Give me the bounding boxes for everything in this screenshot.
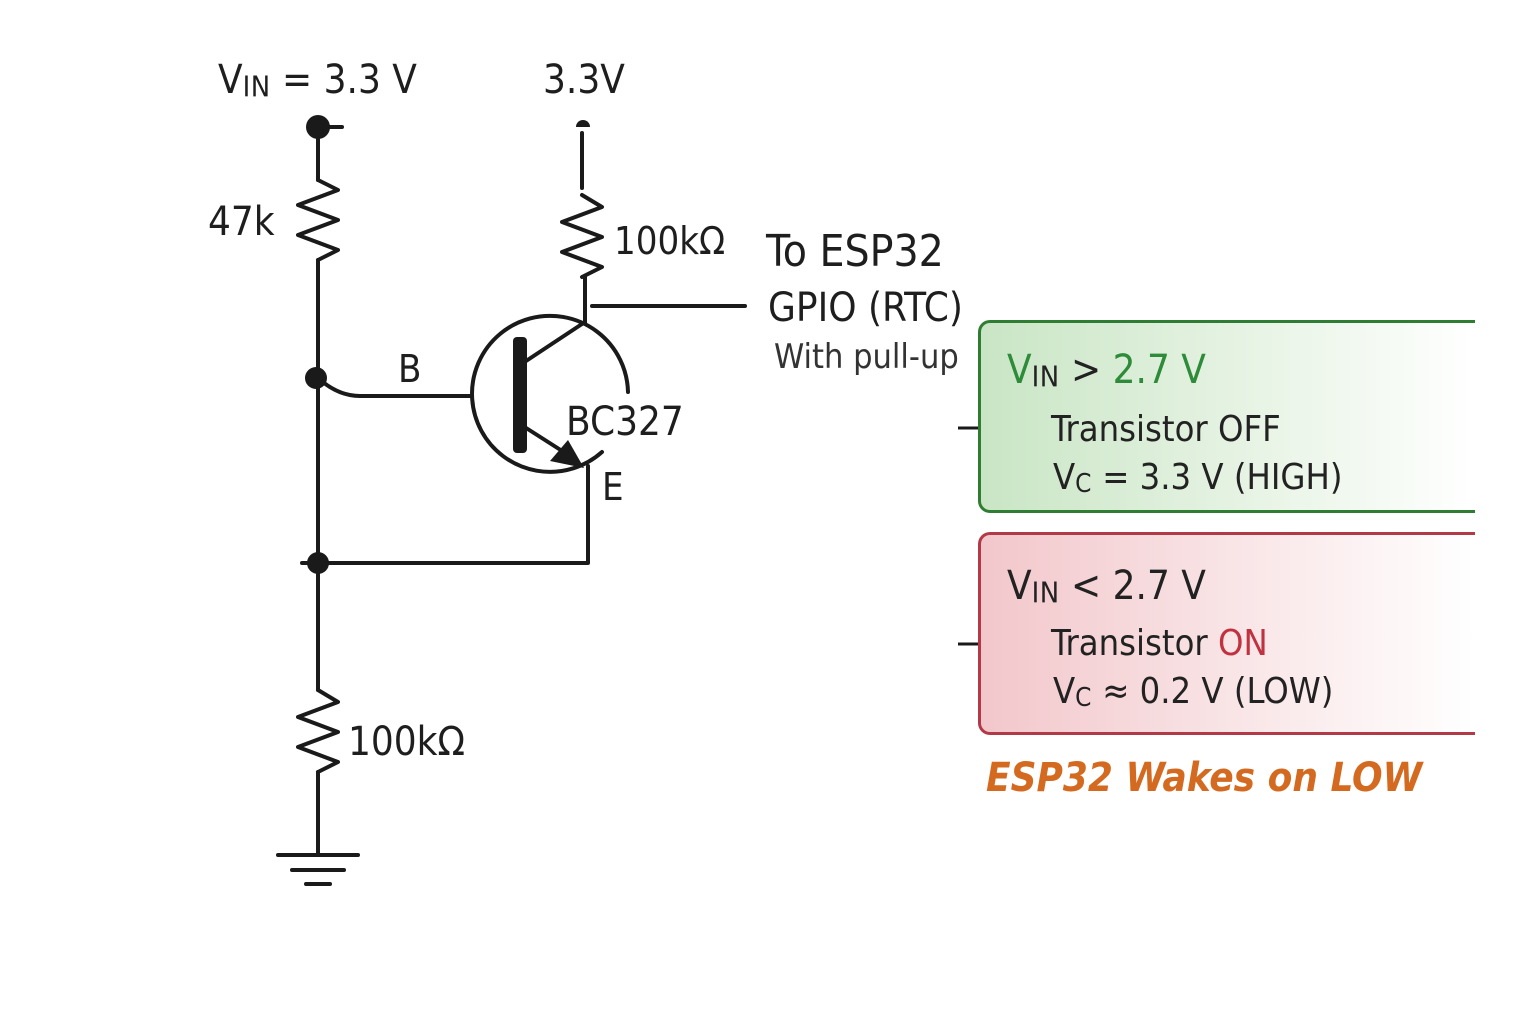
output-line1: To ESP32 — [766, 226, 944, 277]
state-value: ON — [1218, 623, 1268, 664]
base-bar — [513, 337, 527, 453]
vc-sub: C — [1075, 469, 1092, 500]
wake-footer: ESP32 Wakes on LOW — [986, 755, 1423, 801]
state-value: OFF — [1218, 409, 1281, 450]
vc-value: = 3.3 V (HIGH) — [1091, 457, 1343, 498]
condition-off-state: Transistor OFF — [1051, 409, 1281, 450]
vin-sub: IN — [242, 69, 271, 104]
resistor-100k-collector — [560, 193, 604, 279]
collector-diagonal — [521, 320, 587, 365]
vc-prefix: V — [1053, 457, 1076, 498]
vin-sub: IN — [1031, 575, 1060, 610]
threshold-value: 2.7 V — [1112, 563, 1206, 609]
supply-3v3-label: 3.3V — [543, 57, 625, 103]
vin-prefix: V — [1007, 563, 1032, 609]
comparison-op: < — [1059, 563, 1113, 609]
condition-box-on: VIN < 2.7 V Transistor ON VC ≈ 0.2 V (LO… — [978, 532, 1475, 735]
output-line3: With pull-up — [774, 337, 959, 377]
base-junction — [305, 367, 327, 389]
state-prefix: Transistor — [1051, 409, 1219, 450]
condition-off-header: VIN > 2.7 V — [1007, 347, 1206, 393]
emitter-label: E — [602, 465, 624, 509]
emitter-wire — [300, 464, 590, 565]
condition-on-vc: VC ≈ 0.2 V (LOW) — [1053, 671, 1333, 713]
resistor-47k — [296, 178, 340, 262]
vin-prefix: V — [1007, 347, 1032, 393]
vc-sub: C — [1075, 683, 1092, 714]
transistor-circle — [470, 313, 630, 474]
vin-prefix: V — [218, 57, 243, 103]
vc-prefix: V — [1053, 671, 1076, 712]
condition-off-vc: VC = 3.3 V (HIGH) — [1053, 457, 1343, 499]
condition-box-off: VIN > 2.7 V Transistor OFF VC = 3.3 V (H… — [978, 320, 1475, 513]
transistor-part-label: BC327 — [566, 399, 684, 445]
state-prefix: Transistor — [1051, 623, 1219, 664]
resistor-100k-bottom — [296, 688, 340, 774]
vin-sub: IN — [1031, 359, 1060, 394]
supply-node — [576, 120, 590, 127]
base-wire — [316, 376, 472, 398]
output-line2: GPIO (RTC) — [768, 285, 963, 331]
r-collector-label: 100kΩ — [614, 219, 726, 263]
comparison-op: > — [1059, 347, 1113, 393]
condition-on-state: Transistor ON — [1051, 623, 1268, 664]
base-label: B — [398, 347, 422, 391]
threshold-value: 2.7 V — [1112, 347, 1206, 393]
emitter-junction — [307, 552, 329, 574]
vc-value: ≈ 0.2 V (LOW) — [1091, 671, 1334, 712]
condition-on-header: VIN < 2.7 V — [1007, 563, 1206, 609]
emitter-arrow — [550, 440, 584, 468]
r-bottom-label: 100kΩ — [348, 719, 466, 765]
vin-node — [306, 115, 330, 139]
vin-label: VIN = 3.3 V — [218, 60, 417, 101]
r-47k-label: 47k — [208, 199, 275, 245]
vin-value: = 3.3 V — [270, 57, 417, 103]
